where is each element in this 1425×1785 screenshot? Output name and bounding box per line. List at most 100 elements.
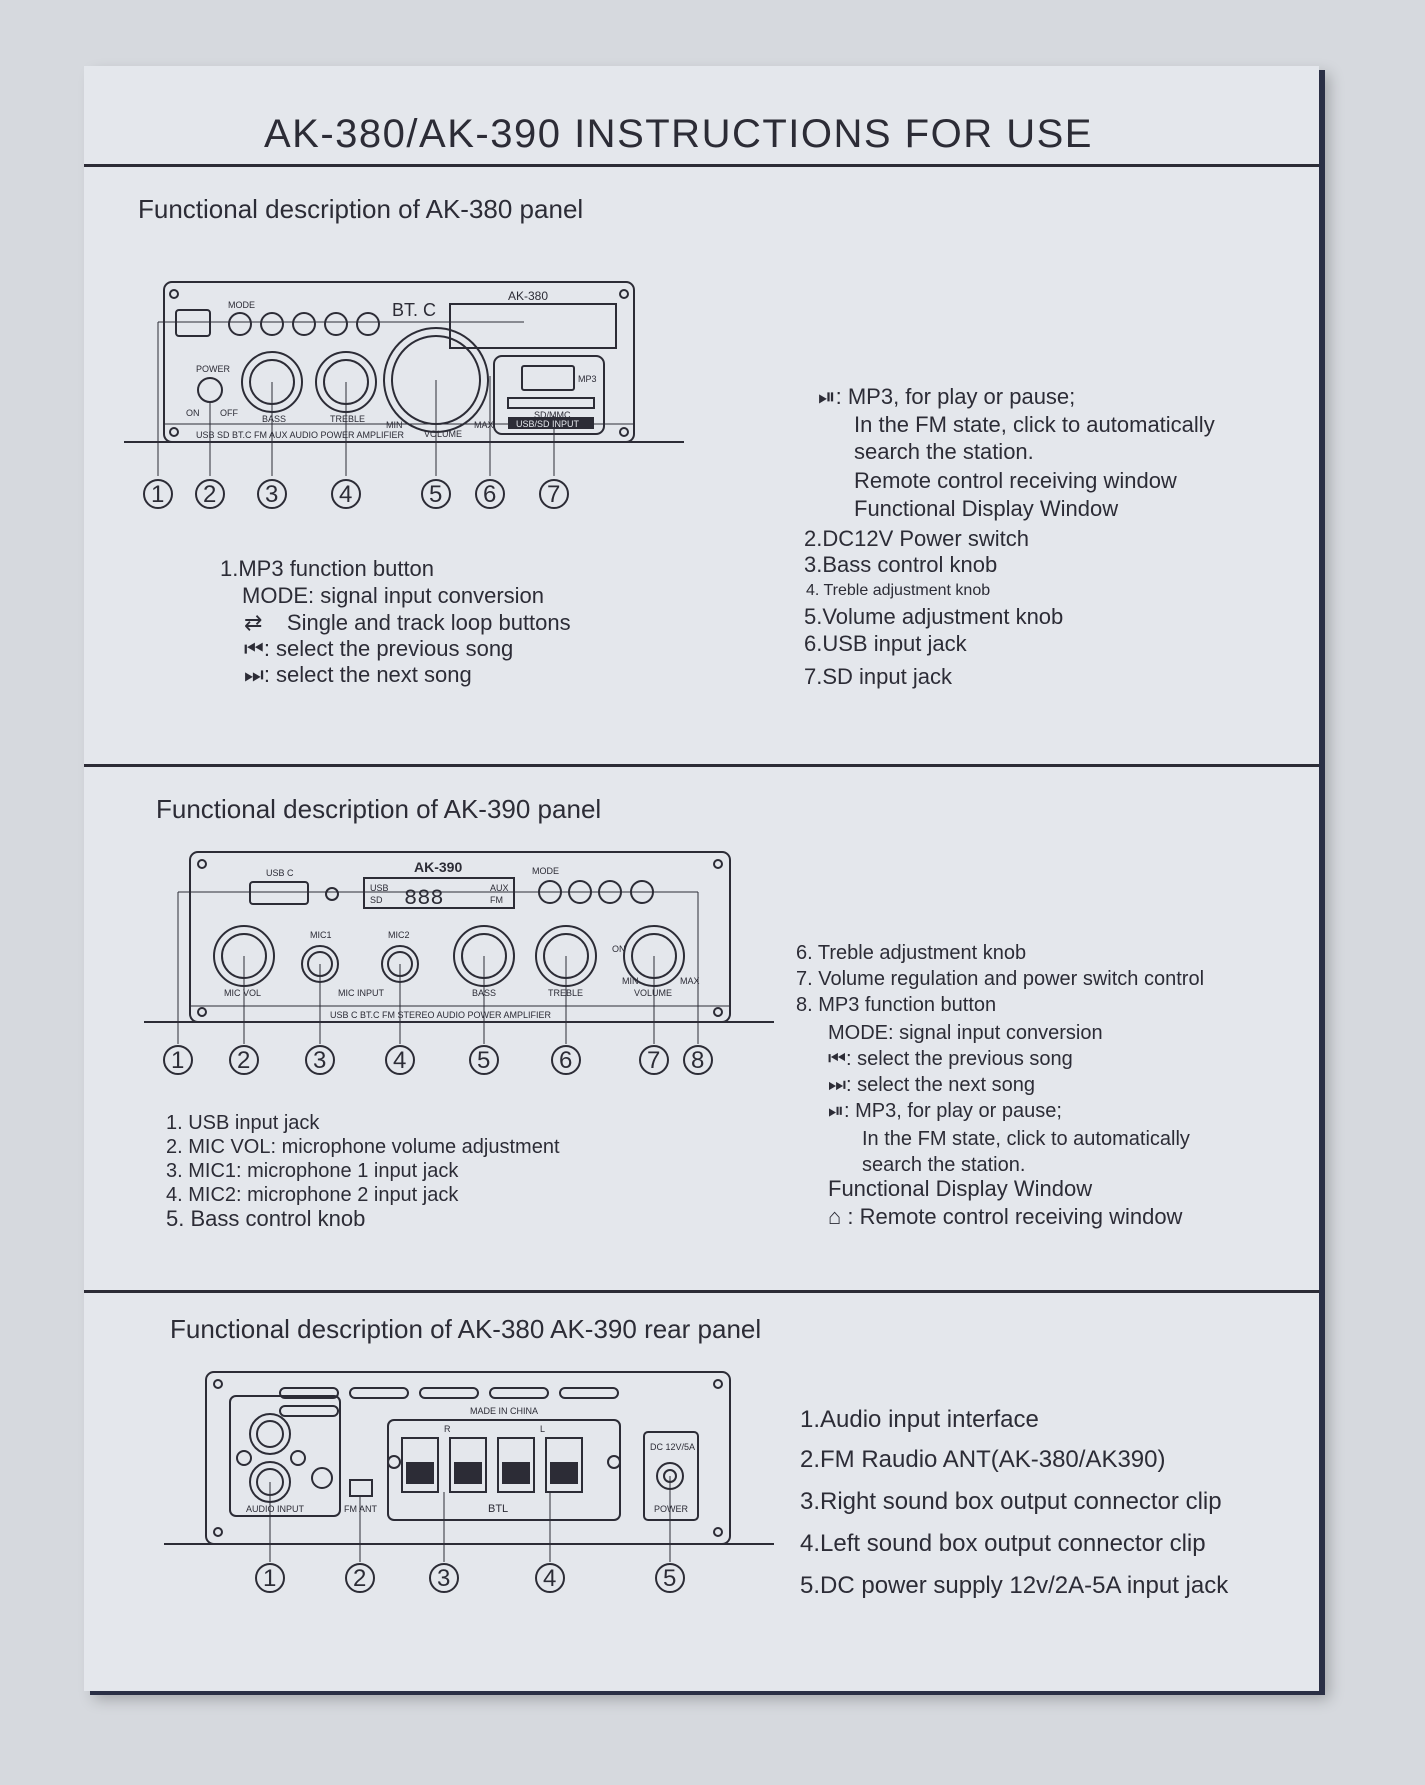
ak390-right-line-9: search the station.: [862, 1154, 1026, 1176]
ak390-treble-label: TREBLE: [548, 988, 583, 998]
ak380-num-2: 2: [203, 481, 216, 508]
ak380-num-6: 6: [483, 481, 496, 508]
ak390-volume-label: VOLUME: [634, 988, 672, 998]
ak390-display-digits: 888: [404, 886, 444, 911]
ak390-num-1: 1: [171, 1047, 184, 1074]
ak380-volume-label: VOLUME: [424, 429, 462, 439]
ak380-strip-label: USB SD BT.C FM AUX AUDIO POWER AMPLIFIER: [196, 430, 405, 440]
ak380-right-line-6: 2.DC12V Power switch: [804, 526, 1029, 551]
section-divider-1: [84, 764, 1319, 767]
ak380-heading: Functional description of AK-380 panel: [138, 194, 584, 224]
rear-heading: Functional description of AK-380 AK-390 …: [170, 1314, 762, 1344]
ak380-right-line-10: 6.USB input jack: [804, 631, 967, 656]
rear-line-4: 4.Left sound box output connector clip: [800, 1530, 1206, 1557]
ak380-num-1: 1: [151, 481, 164, 508]
ak380-left-line-2: MODE: signal input conversion: [242, 583, 545, 608]
previous-icon: ⏮: [828, 1048, 846, 1070]
rear-num-1: 1: [263, 1565, 276, 1592]
rear-made-label: MADE IN CHINA: [470, 1406, 538, 1416]
ak380-power-label: POWER: [196, 364, 231, 374]
rear-audio-label: AUDIO INPUT: [246, 1504, 305, 1514]
ak390-right-line-7: ⏯: MP3, for play or pause;: [828, 1100, 1062, 1122]
ak390-heading: Functional description of AK-390 panel: [156, 794, 602, 824]
loop-icon: ⇄: [244, 610, 287, 635]
section-divider-2: [84, 1290, 1319, 1293]
ak390-right-line-4: MODE: signal input conversion: [828, 1022, 1103, 1044]
ak380-right-line-5: Functional Display Window: [854, 496, 1119, 521]
ak380-left-line-4: ⏮: select the previous song: [244, 636, 514, 661]
ak380-right-line-1: ⏯: MP3, for play or pause;: [818, 384, 1076, 409]
ak390-right-line-5: ⏮: select the previous song: [828, 1048, 1073, 1070]
rear-line-5: 5.DC power supply 12v/2A-5A input jack: [800, 1572, 1229, 1599]
ak380-num-3: 3: [265, 481, 278, 508]
ak390-mic1-label: MIC1: [310, 930, 332, 940]
ak390-num-2: 2: [237, 1047, 250, 1074]
rear-panel-diagram: MADE IN CHINA R L AUDIO INPUT FM ANT BTL…: [164, 1371, 774, 1593]
rear-power-label: POWER: [654, 1504, 689, 1514]
ak390-left-line-4: 4. MIC2: microphone 2 input jack: [166, 1184, 459, 1206]
ak380-off-label: OFF: [220, 408, 238, 418]
ak380-right-line-7: 3.Bass control knob: [804, 552, 998, 577]
play-pause-icon: ⏯: [818, 384, 836, 409]
ak390-num-4: 4: [393, 1047, 406, 1074]
play-pause-icon: ⏯: [828, 1100, 844, 1122]
ak390-bass-label: BASS: [472, 988, 496, 998]
ak390-right-line-1: 6. Treble adjustment knob: [796, 942, 1027, 964]
ak390-min-label: MIN: [622, 976, 639, 986]
ak390-mode-label: MODE: [532, 866, 559, 876]
ak390-micinput-label: MIC INPUT: [338, 988, 385, 998]
rear-num-5: 5: [663, 1565, 676, 1592]
ak380-sdmmc-label: SD/MMC: [534, 410, 571, 420]
ak390-strip-label: USB C BT.C FM STEREO AUDIO POWER AMPLIFI…: [330, 1010, 552, 1020]
ak380-left-line-3: ⇄ Single and track loop buttons: [244, 610, 571, 635]
ak390-panel-diagram: AK-390 USB C MODE USB SD 888 AUX FM MIC1…: [144, 851, 774, 1075]
ak390-usbc-label: USB C: [266, 868, 294, 878]
ak380-num-4: 4: [339, 481, 352, 508]
next-icon: ⏭: [244, 662, 264, 687]
ak380-right-line-4: Remote control receiving window: [854, 468, 1177, 493]
ak390-right-line-10: Functional Display Window: [828, 1176, 1093, 1201]
rear-line-1: 1.Audio input interface: [800, 1406, 1039, 1433]
ak390-num-8: 8: [691, 1047, 704, 1074]
rear-num-4: 4: [543, 1565, 556, 1592]
ak380-right-line-3: search the station.: [854, 439, 1034, 464]
previous-icon: ⏮: [244, 636, 264, 661]
ak380-left-line-5: ⏭: select the next song: [244, 662, 472, 687]
rear-fmant-label: FM ANT: [344, 1504, 378, 1514]
ak380-right-line-9: 5.Volume adjustment knob: [804, 604, 1064, 629]
ak380-usbsd-label: USB/SD INPUT: [516, 419, 580, 429]
ak380-panel-diagram: MODE BT. C AK-380 POWER ON OFF BASS TREB…: [124, 281, 684, 509]
ak390-right-line-11: ⌂ : Remote control receiving window: [828, 1204, 1183, 1229]
ak390-right-line-3: 8. MP3 function button: [796, 994, 997, 1016]
ak390-left-line-5: 5. Bass control knob: [166, 1206, 366, 1231]
ak380-right-line-8: 4. Treble adjustment knob: [806, 582, 991, 599]
rear-line-2: 2.FM Raudio ANT(AK-380/AK390): [800, 1446, 1166, 1473]
ak390-micvol-label: MIC VOL: [224, 988, 261, 998]
ak390-on-label: ON: [612, 944, 626, 954]
ak390-num-7: 7: [647, 1047, 660, 1074]
ak380-min-label: MIN: [386, 420, 403, 430]
rear-num-2: 2: [353, 1565, 366, 1592]
ak380-treble-label: TREBLE: [330, 414, 365, 424]
ak390-num-3: 3: [313, 1047, 326, 1074]
title-rule: [84, 164, 1319, 167]
ak390-sd-label: SD: [370, 895, 383, 905]
ak390-right-line-8: In the FM state, click to automatically: [862, 1128, 1190, 1150]
rear-num-3: 3: [437, 1565, 450, 1592]
ak380-bt-label: BT. C: [392, 300, 436, 320]
rear-btl-label: BTL: [488, 1503, 508, 1515]
ak390-num-5: 5: [477, 1047, 490, 1074]
rear-r-label: R: [444, 1424, 451, 1434]
ak380-num-7: 7: [547, 481, 560, 508]
remote-sensor-icon: ⌂: [828, 1204, 848, 1229]
rear-line-3: 3.Right sound box output connector clip: [800, 1488, 1222, 1515]
ak380-num-5: 5: [429, 481, 442, 508]
ak390-usb-label: USB: [370, 883, 389, 893]
ak390-max-label: MAX: [680, 976, 700, 986]
instruction-sheet: AK-380/AK-390 INSTRUCTIONS FOR USE Funct…: [84, 66, 1319, 1691]
ak390-num-6: 6: [559, 1047, 572, 1074]
ak390-right-line-6: ⏭: select the next song: [828, 1074, 1036, 1096]
ak380-right-line-11: 7.SD input jack: [804, 664, 952, 689]
ak380-mp3-label: MP3: [578, 374, 597, 384]
ak390-aux-label: AUX: [490, 883, 509, 893]
